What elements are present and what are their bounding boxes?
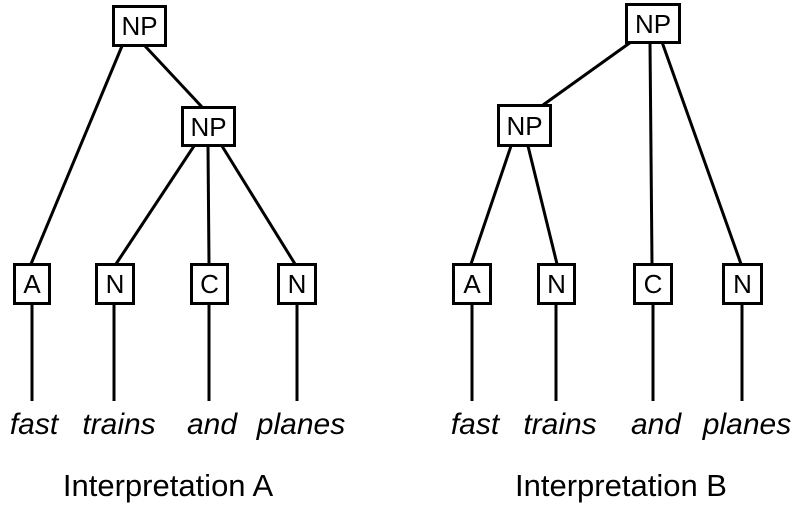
tree-b-leaf-n2-label: N — [733, 269, 752, 299]
tree-a-inner-np-label: NP — [190, 111, 227, 142]
tree-b-leaf-n1-node: N — [537, 263, 576, 305]
tree-b-leaf-c-label: C — [643, 269, 663, 299]
tree-b-edge-root-to-c — [648, 41, 654, 265]
tree-a-edge-root-to-a — [29, 45, 124, 265]
tree-a-word-and: and — [186, 408, 238, 441]
tree-b-word-and: and — [630, 408, 682, 441]
tree-b-edge-root-to-n2 — [660, 41, 743, 265]
tree-a-inner-np-node: NP — [181, 106, 236, 147]
tree-a-caption: Interpretation A — [62, 468, 274, 503]
tree-b-edge-root-to-inner — [542, 40, 632, 107]
tree-a-root-np-label: NP — [121, 11, 158, 41]
tree-b-leaf-a-label: A — [463, 269, 481, 299]
tree-a-root-np-node: NP — [112, 5, 167, 47]
tree-a-leaf-n1-label: N — [105, 269, 125, 299]
tree-a-leaf-c-label: C — [200, 269, 219, 299]
tree-b-leaf-n2-node: N — [722, 263, 763, 305]
tree-a-word-trains: trains — [82, 408, 156, 441]
tree-a-edge-inner-to-n1 — [114, 145, 196, 265]
tree-b-edge-inner-to-n1 — [526, 145, 559, 265]
tree-b-leaf-c-node: C — [633, 263, 673, 305]
tree-b-leaf-n1-label: N — [547, 269, 566, 299]
tree-b-root-np-node: NP — [625, 3, 681, 44]
tree-a-leaf-n2-node: N — [277, 263, 317, 305]
tree-b-leaf-a-node: A — [452, 263, 492, 305]
tree-a-leaf-a-label: A — [23, 269, 41, 299]
tree-a-word-planes: planes — [256, 408, 346, 441]
tree-a-word-fast: fast — [9, 408, 59, 441]
tree-b-word-planes: planes — [702, 408, 792, 441]
tree-b-word-fast: fast — [450, 408, 500, 441]
tree-a-leaf-n2-label: N — [287, 269, 307, 299]
tree-b-edge-inner-to-a — [469, 145, 513, 265]
tree-b-inner-np-node: NP — [497, 104, 552, 147]
tree-b-caption: Interpretation B — [515, 468, 727, 503]
tree-b-root-np-label: NP — [634, 8, 672, 39]
tree-a-edge-inner-to-n2 — [220, 145, 297, 265]
tree-b-word-trains: trains — [523, 408, 597, 441]
tree-a-leaf-c-node: C — [190, 263, 229, 305]
tree-a-edge-inner-to-c — [206, 145, 211, 265]
tree-a-leaf-a-node: A — [13, 263, 51, 305]
tree-a-leaf-n1-node: N — [95, 263, 135, 305]
tree-a-edge-root-to-inner — [143, 44, 204, 109]
tree-b-inner-np-label: NP — [506, 110, 543, 141]
